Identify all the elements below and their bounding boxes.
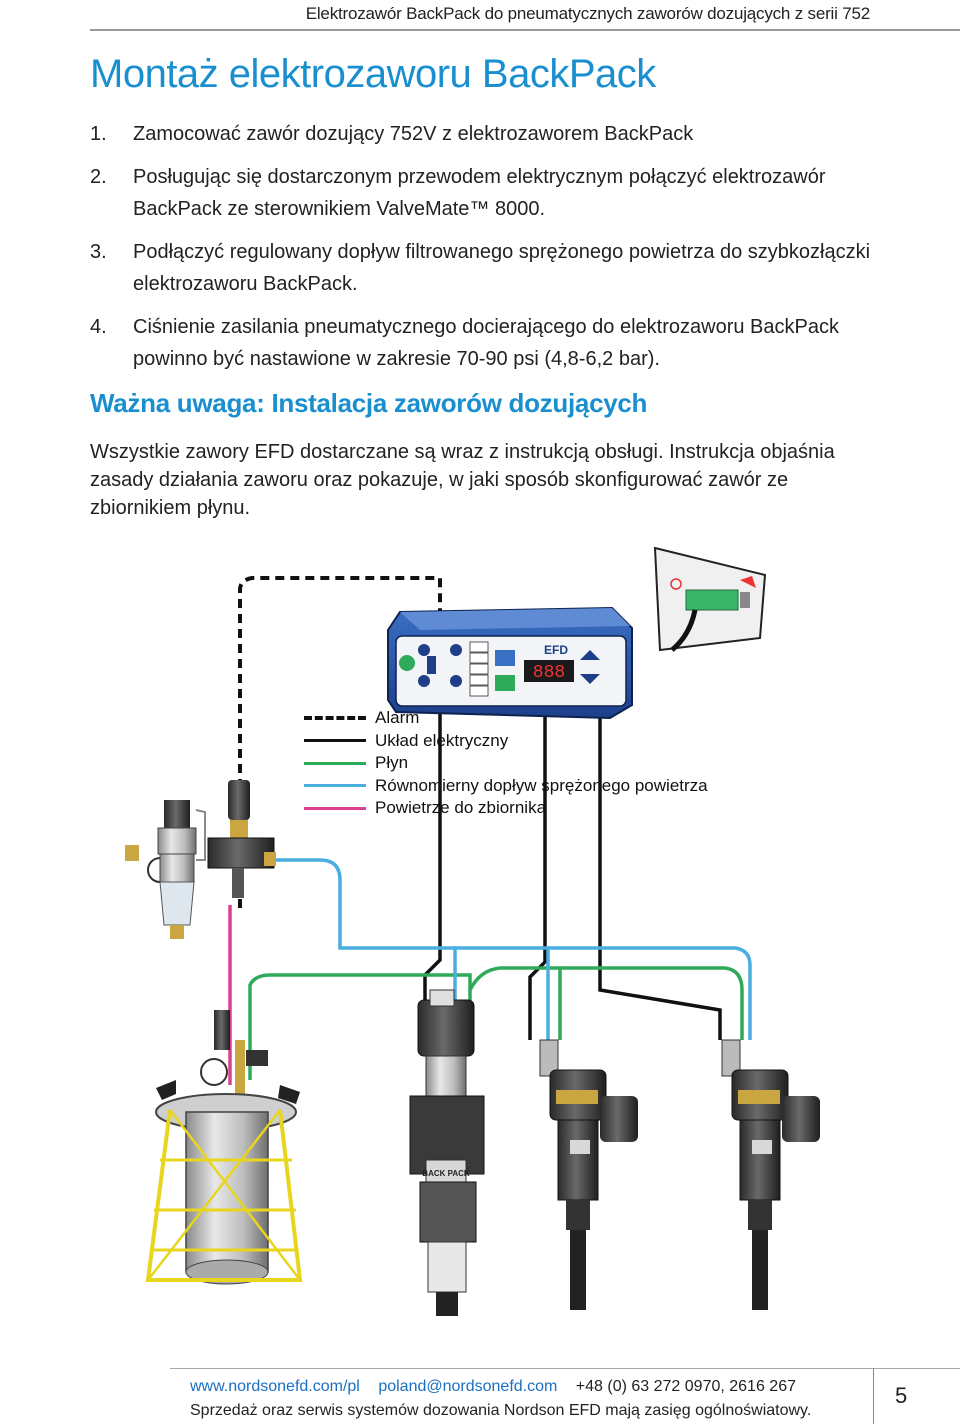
step-text: Ciśnienie zasilania pneumatycznego docie…: [133, 316, 839, 370]
website-link[interactable]: www.nordsonefd.com/pl: [190, 1378, 360, 1395]
backpack-label: BACK PACK: [422, 1169, 470, 1178]
footer-divider: [873, 1368, 874, 1424]
legend-swatch: [304, 784, 366, 788]
step-number: 2.: [90, 166, 107, 188]
step-text: Zamocować zawór dozujący 752V z elektroz…: [133, 123, 694, 145]
step-2: 2. Posługując się dostarczonym przewodem …: [90, 161, 880, 225]
step-3: 3. Podłączyć regulowany dopływ filtrowane…: [90, 236, 880, 300]
legend-item-fluid: Płyn: [304, 752, 708, 775]
legend-label: Alarm: [375, 708, 420, 728]
dispense-valve-2: [539, 1039, 638, 1310]
fluid-line-3: [560, 966, 744, 1040]
page-title: Montaż elektrozaworu BackPack: [90, 52, 656, 96]
footer-tagline: Sprzedaż oraz serwis systemów dozowania …: [190, 1402, 812, 1419]
alarm-line: [238, 576, 442, 908]
controller-rear-panel: [653, 546, 767, 652]
legend-swatch: [304, 716, 366, 721]
step-number: 3.: [90, 241, 107, 263]
electrical-line: [423, 712, 442, 1005]
legend-item-alarm: Alarm: [304, 707, 708, 730]
legend-swatch: [304, 761, 366, 765]
header-corner: [878, 0, 960, 29]
legend-label: Powietrze do zbiornika: [375, 798, 547, 818]
dispense-valve-3: [721, 1039, 820, 1310]
step-number: 1.: [90, 123, 107, 145]
steps-list: 1. Zamocować zawór dozujący 752V z elektr…: [90, 118, 880, 386]
section-body: Wszystkie zawory EFD dostarczane są wraz…: [90, 441, 835, 519]
filter-regulator: [125, 800, 206, 939]
legend-swatch: [304, 739, 366, 743]
running-header: Elektrozawór BackPack do pneumatycznych …: [305, 4, 870, 23]
air-solenoid: [207, 780, 276, 898]
electrical-line-3: [598, 712, 722, 1040]
footer-contacts: www.nordsonefd.com/pl poland@nordsonefd.…: [190, 1378, 796, 1396]
legend-item-electrical: Układ elektryczny: [304, 730, 708, 753]
legend-label: Równomierny dopływ sprężonego powietrza: [375, 775, 708, 795]
email-link[interactable]: poland@nordsonefd.com: [378, 1378, 558, 1395]
legend-label: Układ elektryczny: [375, 730, 509, 750]
step-text: Posługując się dostarczonym przewodem el…: [133, 166, 826, 220]
legend-label: Płyn: [375, 753, 409, 773]
air-line-3: [548, 946, 752, 1040]
step-number: 4.: [90, 316, 107, 338]
fluid-line-2: [468, 966, 562, 1040]
controller-display: 888: [533, 663, 565, 683]
section-title: Ważna uwaga: Instalacja zaworów dozujący…: [90, 388, 648, 418]
footer-rule: [170, 1368, 960, 1369]
installation-diagram: 888 EFD: [125, 546, 820, 1316]
valvemate-controller: 888 EFD: [387, 606, 633, 720]
legend-item-air: Równomierny dopływ sprężonego powietrza: [304, 775, 708, 798]
legend-item-tank-air: Powietrze do zbiornika: [304, 797, 708, 820]
controller-brand: EFD: [544, 643, 568, 657]
phone-number: +48 (0) 63 272 0970, 2616 267: [575, 1378, 796, 1395]
pressure-tank: [145, 1010, 303, 1285]
step-text: Podłączyć regulowany dopływ filtrowanego…: [133, 241, 871, 295]
step-1: 1. Zamocować zawór dozujący 752V z elektr…: [90, 118, 880, 150]
air-line: [275, 858, 457, 1005]
page-number: 5: [895, 1383, 908, 1408]
header-rule: [90, 29, 960, 31]
step-4: 4. Ciśnienie zasilania pneumatycznego doc…: [90, 311, 880, 375]
fluid-line: [248, 973, 472, 1080]
backpack-valve-main: BACK PACK: [409, 989, 485, 1316]
diagram-legend: Alarm Układ elektryczny Płyn Równomierny…: [304, 707, 708, 820]
legend-swatch: [304, 806, 366, 810]
